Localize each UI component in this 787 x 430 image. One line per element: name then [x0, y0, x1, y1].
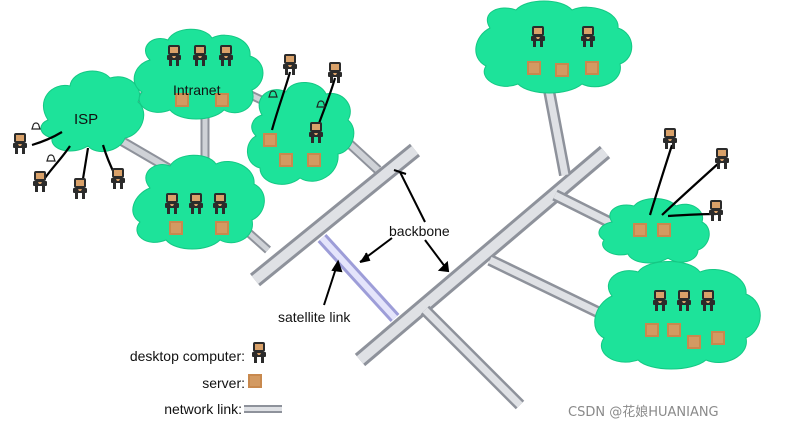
server-icon — [263, 133, 277, 147]
phone-icon — [31, 122, 41, 130]
server-icon — [645, 323, 659, 337]
phone-icon — [316, 100, 326, 108]
desktop-computer-icon — [715, 148, 729, 169]
server-icon — [215, 221, 229, 235]
server-icon — [585, 61, 599, 75]
label-backbone: backbone — [389, 223, 450, 239]
label-isp: ISP — [74, 111, 98, 128]
server-icon — [279, 153, 293, 167]
cloud-middle — [247, 82, 355, 185]
phone-icon — [268, 90, 278, 98]
legend-desktop-computer: desktop computer: — [130, 348, 245, 364]
satellite-callout — [323, 259, 343, 306]
label-satellite-link: satellite link — [278, 309, 351, 325]
label-intranet: Intranet — [173, 82, 221, 98]
legend: desktop computer: server: network link: — [130, 342, 282, 417]
server-icon — [555, 63, 569, 77]
server-icon — [687, 335, 701, 349]
desktop-computer-icon — [73, 178, 87, 199]
phone-icon — [46, 154, 56, 162]
backbone-callout — [359, 169, 450, 273]
legend-server: server: — [202, 375, 245, 391]
server-icon — [527, 61, 541, 75]
server-icon — [667, 323, 681, 337]
phone-icons — [31, 90, 326, 162]
server-icon — [633, 223, 647, 237]
cloud-top-right — [475, 0, 633, 94]
legend-network-link: network link: — [164, 401, 242, 417]
server-icon — [657, 223, 671, 237]
desktop-computer-icon — [13, 133, 27, 154]
cloud-isp — [40, 70, 145, 153]
desktop-computer-icon — [111, 168, 125, 189]
server-icon — [711, 331, 725, 345]
server-icon — [169, 221, 183, 235]
desktop-computer-icon — [663, 128, 677, 149]
server-icon — [307, 153, 321, 167]
watermark: CSDN @花娘HUANIANG — [568, 404, 719, 420]
cloud-bottom-right — [594, 261, 761, 370]
desktop-computer-icon — [709, 200, 723, 221]
desktop-computer-icon — [283, 54, 297, 75]
server-icon — [248, 374, 262, 388]
cloud-intranet — [133, 28, 264, 120]
desktop-computer-icon — [252, 342, 266, 363]
desktop-computer-icon — [33, 171, 47, 192]
access-wires — [31, 71, 721, 218]
cloud-right-small — [598, 198, 710, 264]
